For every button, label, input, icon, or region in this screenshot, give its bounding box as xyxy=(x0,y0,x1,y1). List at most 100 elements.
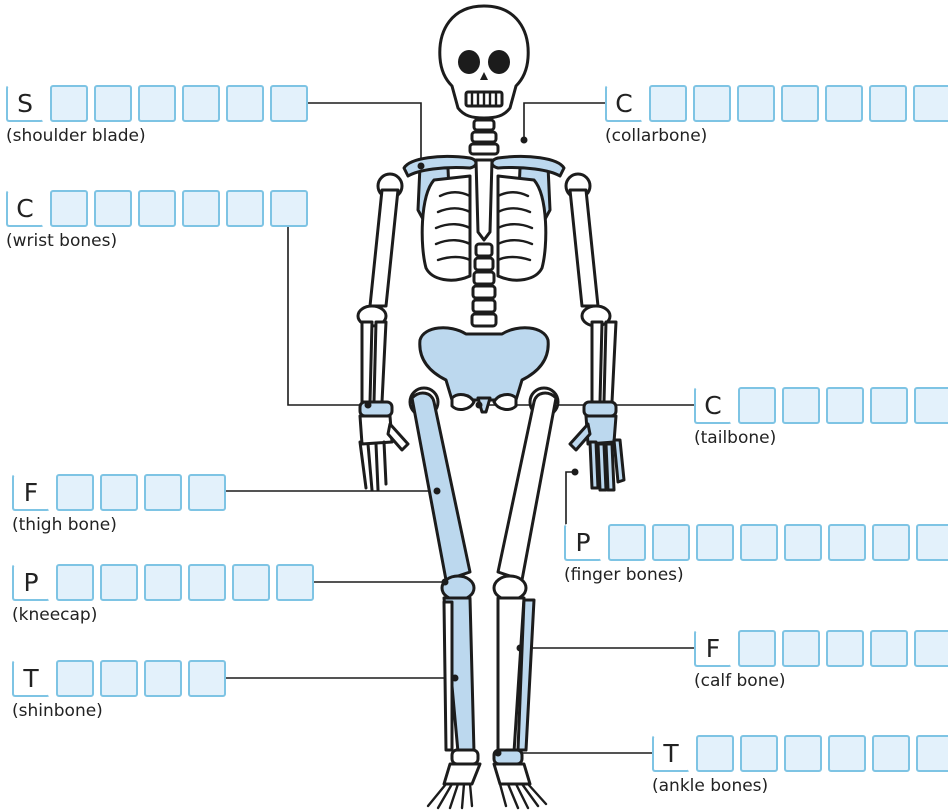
letter-input-box[interactable] xyxy=(138,190,176,227)
leader-wrist-bones xyxy=(288,226,368,405)
letter-input-box[interactable] xyxy=(916,524,948,561)
answer-boxes[interactable]: F xyxy=(694,630,948,667)
letter-input-box[interactable] xyxy=(226,85,264,122)
hands xyxy=(360,416,624,490)
letter-input-box[interactable] xyxy=(737,85,775,122)
answer-boxes[interactable]: C xyxy=(6,190,314,227)
answer-boxes[interactable]: T xyxy=(652,735,948,772)
dot-calf-bone xyxy=(517,645,524,652)
letter-input-box[interactable] xyxy=(100,564,138,601)
letter-input-box[interactable] xyxy=(784,735,822,772)
letter-input-box[interactable] xyxy=(144,660,182,697)
dot-tailbone xyxy=(476,402,483,409)
hint-text: (shoulder blade) xyxy=(6,126,314,146)
letter-input-box[interactable] xyxy=(696,524,734,561)
dot-thigh-bone xyxy=(434,488,441,495)
letter-input-box[interactable] xyxy=(696,735,734,772)
letter-input-box[interactable] xyxy=(270,190,308,227)
letter-input-box[interactable] xyxy=(188,564,226,601)
letter-input-box[interactable] xyxy=(740,735,778,772)
letter-input-box[interactable] xyxy=(872,735,910,772)
letter-input-box[interactable] xyxy=(916,735,948,772)
letter-input-box[interactable] xyxy=(56,474,94,511)
letter-input-box[interactable] xyxy=(828,524,866,561)
label-ankle-bones: T (ankle bones) xyxy=(652,735,948,796)
letter-input-box[interactable] xyxy=(784,524,822,561)
first-letter-box: T xyxy=(652,735,690,772)
letter-input-box[interactable] xyxy=(649,85,687,122)
label-shinbone: T (shinbone) xyxy=(12,660,232,721)
dot-shinbone xyxy=(452,675,459,682)
letter-input-box[interactable] xyxy=(826,387,864,424)
first-letter-box: F xyxy=(12,474,50,511)
answer-boxes[interactable]: C xyxy=(694,387,948,424)
first-letter-box: C xyxy=(694,387,732,424)
letter-input-box[interactable] xyxy=(652,524,690,561)
answer-boxes[interactable]: S xyxy=(6,85,314,122)
letter-input-box[interactable] xyxy=(182,190,220,227)
leader-finger-bones xyxy=(566,472,575,527)
first-letter-box: T xyxy=(12,660,50,697)
letter-input-box[interactable] xyxy=(100,660,138,697)
letter-input-box[interactable] xyxy=(182,85,220,122)
letter-input-box[interactable] xyxy=(188,474,226,511)
letter-input-box[interactable] xyxy=(94,190,132,227)
letter-input-box[interactable] xyxy=(144,564,182,601)
letter-input-box[interactable] xyxy=(50,190,88,227)
letter-input-box[interactable] xyxy=(276,564,314,601)
letter-input-box[interactable] xyxy=(94,85,132,122)
letter-input-box[interactable] xyxy=(56,564,94,601)
letter-input-box[interactable] xyxy=(232,564,270,601)
leader-collarbone xyxy=(524,103,610,140)
letter-input-box[interactable] xyxy=(738,387,776,424)
hint-text: (tailbone) xyxy=(694,428,948,448)
label-shoulder-blade: S (shoulder blade) xyxy=(6,85,314,146)
skull xyxy=(440,6,528,118)
label-thigh-bone: F (thigh bone) xyxy=(12,474,232,535)
first-letter-box: S xyxy=(6,85,44,122)
dot-ankle-bones xyxy=(495,750,502,757)
letter-input-box[interactable] xyxy=(826,630,864,667)
answer-boxes[interactable]: P xyxy=(564,524,948,561)
letter-input-box[interactable] xyxy=(693,85,731,122)
hint-text: (shinbone) xyxy=(12,701,232,721)
letter-input-box[interactable] xyxy=(50,85,88,122)
letter-input-box[interactable] xyxy=(781,85,819,122)
letter-input-box[interactable] xyxy=(138,85,176,122)
letter-input-box[interactable] xyxy=(56,660,94,697)
hint-text: (finger bones) xyxy=(564,565,948,585)
first-letter-box: C xyxy=(6,190,44,227)
letter-input-box[interactable] xyxy=(869,85,907,122)
letter-input-box[interactable] xyxy=(870,387,908,424)
label-tailbone: C (tailbone) xyxy=(694,387,948,448)
letter-input-box[interactable] xyxy=(270,85,308,122)
letter-input-box[interactable] xyxy=(914,630,948,667)
letter-input-box[interactable] xyxy=(825,85,863,122)
letter-input-box[interactable] xyxy=(872,524,910,561)
answer-boxes[interactable]: P xyxy=(12,564,320,601)
letter-input-box[interactable] xyxy=(828,735,866,772)
letter-input-box[interactable] xyxy=(226,190,264,227)
letter-input-box[interactable] xyxy=(608,524,646,561)
answer-boxes[interactable]: T xyxy=(12,660,232,697)
label-calf-bone: F (calf bone) xyxy=(694,630,948,691)
letter-input-box[interactable] xyxy=(870,630,908,667)
hint-text: (ankle bones) xyxy=(652,776,948,796)
first-letter-box: P xyxy=(564,524,602,561)
letter-input-box[interactable] xyxy=(188,660,226,697)
letter-input-box[interactable] xyxy=(782,387,820,424)
letter-input-box[interactable] xyxy=(913,85,948,122)
letter-input-box[interactable] xyxy=(740,524,778,561)
neck xyxy=(470,120,498,154)
letter-input-box[interactable] xyxy=(100,474,138,511)
letter-input-box[interactable] xyxy=(738,630,776,667)
first-letter-box: F xyxy=(694,630,732,667)
dot-collarbone xyxy=(521,137,528,144)
letter-input-box[interactable] xyxy=(914,387,948,424)
spine xyxy=(472,244,496,326)
leader-shoulder-blade xyxy=(305,103,421,166)
answer-boxes[interactable]: C xyxy=(605,85,948,122)
letter-input-box[interactable] xyxy=(144,474,182,511)
answer-boxes[interactable]: F xyxy=(12,474,232,511)
letter-input-box[interactable] xyxy=(782,630,820,667)
